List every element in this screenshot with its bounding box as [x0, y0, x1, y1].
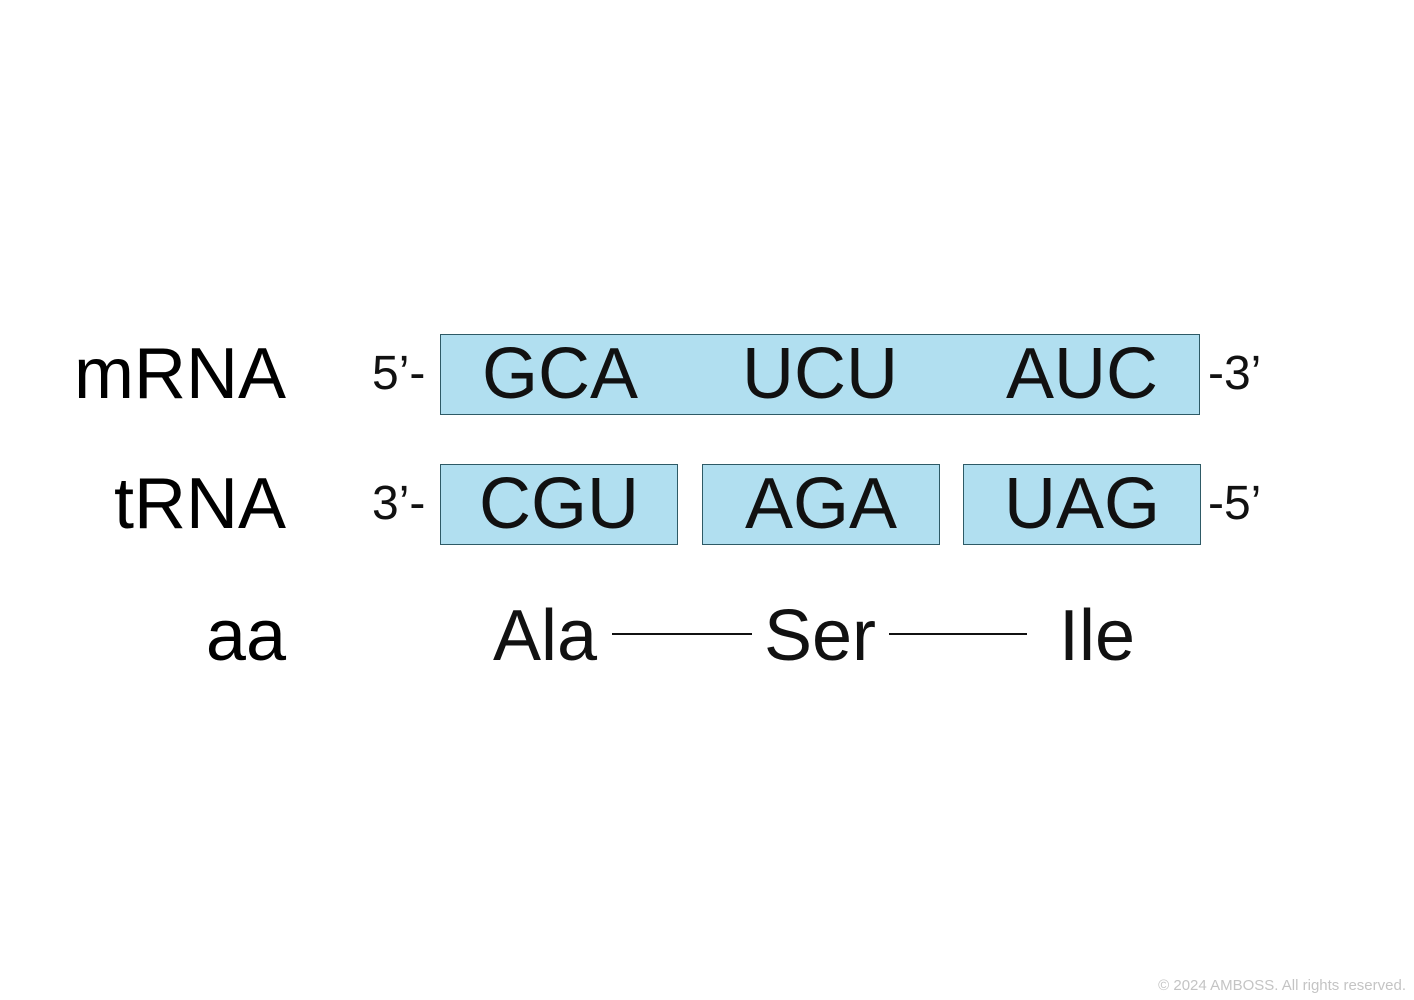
trna-3prime-end: 3’-: [372, 477, 426, 530]
aa-row-label: aa: [205, 596, 286, 676]
trna-row-label: tRNA: [113, 464, 286, 544]
trna-5prime-end: -5’: [1208, 477, 1262, 530]
copyright-notice: © 2024 AMBOSS. All rights reserved.: [1158, 977, 1406, 994]
mrna-5prime-end: 5’-: [372, 347, 426, 400]
trna-anticodon-box-2: [702, 464, 940, 545]
amino-acid-3: Ile: [1058, 596, 1136, 676]
peptide-bond-2: [889, 633, 1027, 635]
mrna-codon-3: AUC: [1005, 334, 1158, 414]
mrna-row-label: mRNA: [74, 334, 286, 414]
peptide-bond-1: [612, 633, 752, 635]
trna-anticodon-2: AGA: [744, 464, 898, 544]
trna-anticodon-box-1: [440, 464, 678, 545]
trna-anticodon-3: UAG: [1003, 464, 1161, 544]
mrna-codon-2: UCU: [742, 334, 898, 414]
mrna-strand-box: [440, 334, 1200, 415]
amino-acid-1: Ala: [492, 596, 598, 676]
trna-anticodon-box-3: [963, 464, 1201, 545]
mrna-3prime-end: -3’: [1208, 347, 1262, 400]
trna-anticodon-1: CGU: [479, 464, 639, 544]
amino-acid-2: Ser: [763, 596, 877, 676]
mrna-codon-1: GCA: [481, 334, 639, 414]
